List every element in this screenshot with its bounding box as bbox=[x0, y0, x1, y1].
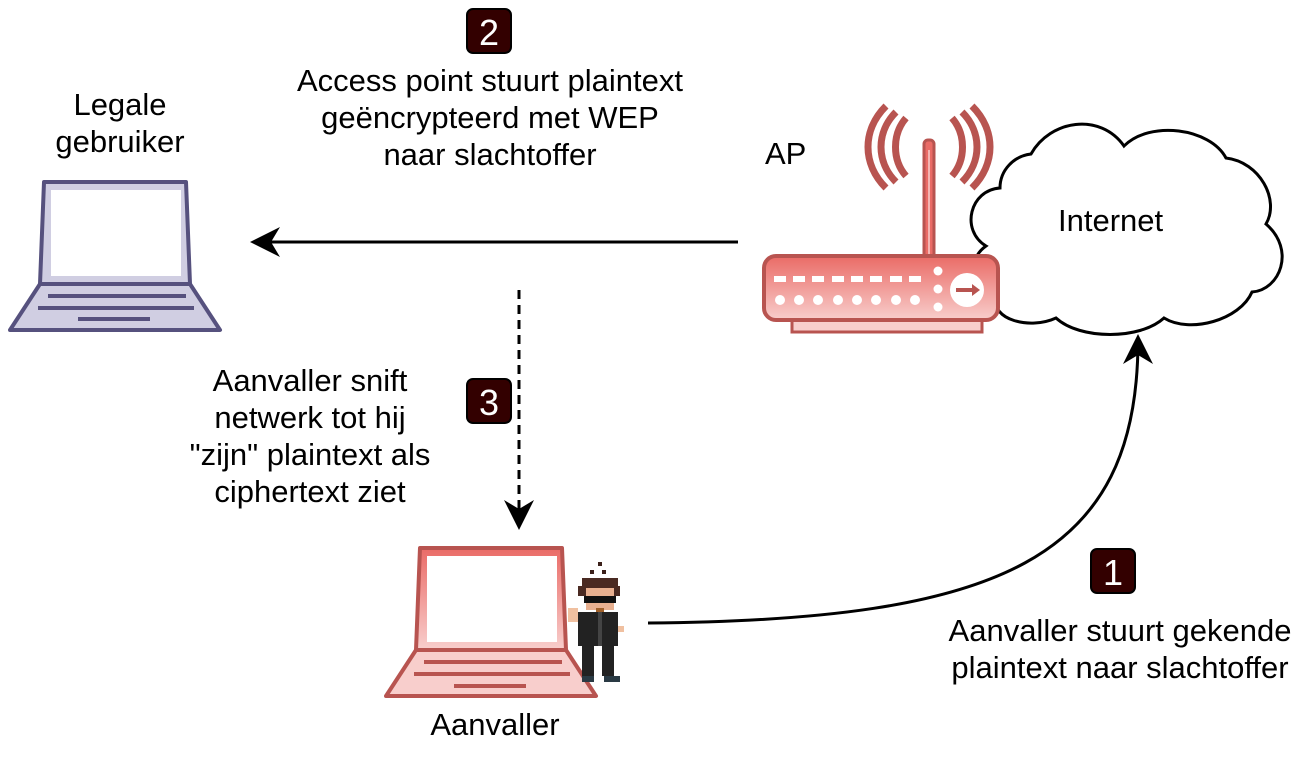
ap-label: AP bbox=[765, 136, 807, 171]
step-2-line3: naar slachtoffer bbox=[383, 137, 597, 172]
step-3-line3: "zijn" plaintext als bbox=[189, 437, 431, 472]
step-1-description: Aanvaller stuurt gekende plaintext naar … bbox=[920, 612, 1308, 686]
attacker-label: Aanvaller bbox=[430, 707, 560, 742]
step-3-badge: 3 bbox=[466, 378, 512, 424]
step-3-description: Aanvaller snift netwerk tot hij "zijn" p… bbox=[160, 362, 460, 510]
step-2-line1: Access point stuurt plaintext bbox=[297, 63, 683, 98]
step-2-line2: geëncrypteerd met WEP bbox=[321, 100, 659, 135]
access-point-router-icon[interactable] bbox=[762, 103, 1000, 334]
step-2-description: Access point stuurt plaintext geëncrypte… bbox=[250, 62, 730, 173]
step-3-line2: netwerk tot hij bbox=[214, 400, 406, 435]
step-3-line1: Aanvaller snift bbox=[212, 363, 408, 398]
legit-user-label: Legale gebruiker bbox=[40, 86, 200, 160]
arrow-attacker-to-internet bbox=[647, 334, 1153, 625]
step-1-badge: 1 bbox=[1090, 548, 1136, 594]
step-3-line4: ciphertext ziet bbox=[214, 474, 406, 509]
hacker-avatar-icon bbox=[568, 562, 624, 682]
attacker-laptop-icon[interactable] bbox=[384, 546, 598, 698]
internet-cloud-shape[interactable] bbox=[969, 122, 1284, 336]
legit-user-label-line2: gebruiker bbox=[55, 124, 185, 159]
legit-user-label-line1: Legale bbox=[73, 87, 167, 122]
step-1-line1: Aanvaller stuurt gekende bbox=[948, 613, 1292, 648]
step-2-badge: 2 bbox=[466, 8, 512, 54]
internet-label: Internet bbox=[1058, 203, 1164, 238]
legit-user-laptop-icon[interactable] bbox=[8, 180, 222, 332]
step-1-line2: plaintext naar slachtoffer bbox=[951, 650, 1289, 685]
